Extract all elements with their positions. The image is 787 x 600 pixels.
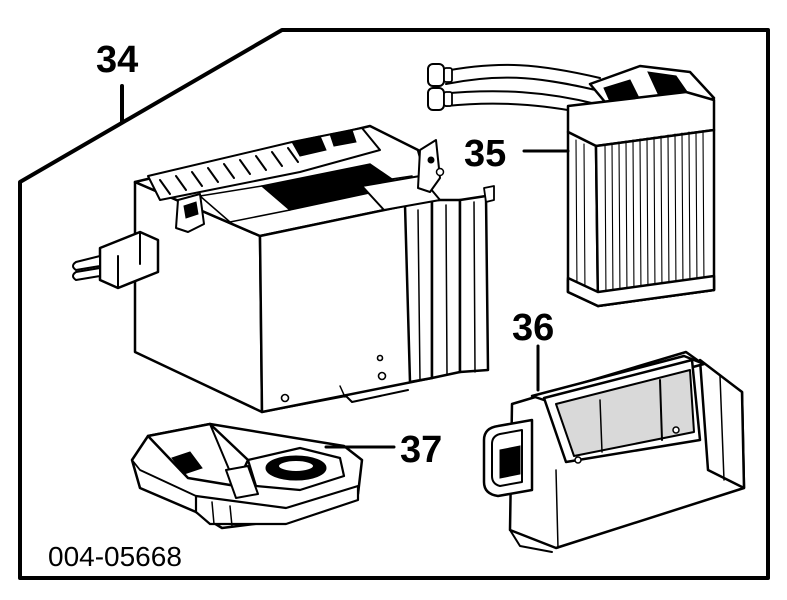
callout-34: 34 [96, 39, 138, 81]
part-34-heater-unit-case [72, 124, 495, 414]
diagram-frame [18, 28, 770, 580]
callout-37: 37 [400, 429, 442, 471]
heater-core-fins [575, 130, 705, 303]
callout-35: 35 [464, 133, 506, 175]
document-number: 004-05668 [48, 541, 182, 572]
part-35-heater-core [427, 63, 716, 308]
part-37-lower-duct [130, 422, 364, 530]
part-36-air-duct [482, 350, 746, 553]
callout-36: 36 [512, 307, 554, 349]
leader-lines [120, 84, 570, 449]
